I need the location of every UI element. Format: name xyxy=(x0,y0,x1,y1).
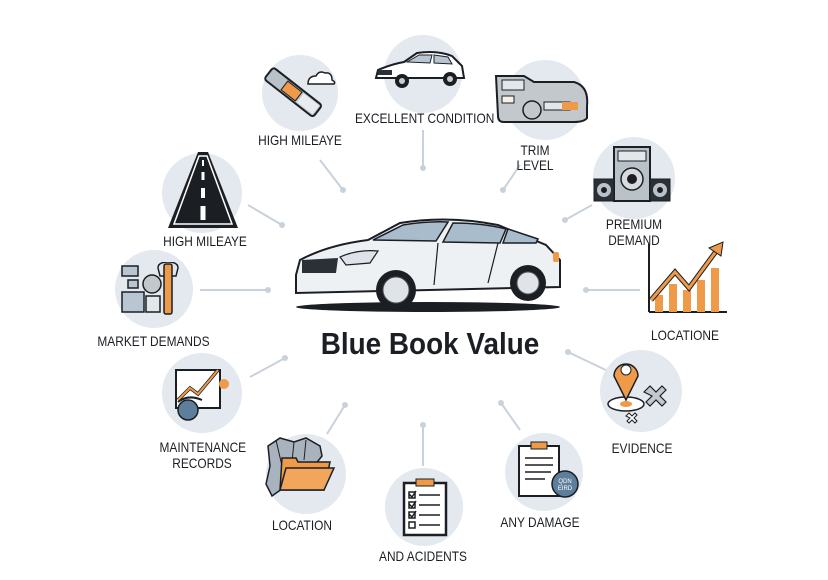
document-stamp-icon: QDN EIRD xyxy=(518,441,579,498)
premium-demand-label-2: DEMAND xyxy=(608,232,660,248)
maintenance-records-label-2: RECORDS xyxy=(172,455,232,471)
trim-level-label-1: TRIM xyxy=(520,142,550,158)
car-icon xyxy=(374,51,466,88)
road-icon xyxy=(168,152,238,228)
parts-blocks-icon xyxy=(121,262,179,315)
location-label: LOCATION xyxy=(272,517,332,533)
maintenance-records-label-1: MAINTENANCE xyxy=(159,439,247,455)
dashboard-trim-icon xyxy=(494,75,589,123)
svg-text:QDN: QDN xyxy=(558,479,571,485)
chart-gear-icon xyxy=(175,368,229,421)
and-acidents-label: AND ACIDENTS xyxy=(379,548,467,564)
page-title: Blue Book Value xyxy=(320,326,540,361)
locatione-label: LOCATIONE xyxy=(651,327,719,343)
premium-demand-label-1: PREMIUM xyxy=(605,216,663,232)
evidence-label: EVIDENCE xyxy=(611,440,673,456)
location-pin-icon xyxy=(607,363,667,424)
svg-text:EIRD: EIRD xyxy=(558,486,573,492)
center-car xyxy=(288,215,568,315)
excellent-condition-label: EXCELLENT CONDITION xyxy=(355,110,495,126)
speaker-system-icon xyxy=(593,146,671,202)
high-mileage-left-label: HIGH MILEAYE xyxy=(163,233,247,249)
odometer-bar-icon xyxy=(264,67,336,118)
evidence-circle xyxy=(600,350,682,432)
growth-chart-icon xyxy=(648,241,727,313)
trim-level-label-2: LEVEL xyxy=(516,157,554,173)
map-folder-icon xyxy=(265,437,336,498)
market-demands-label: MARKET DEMANDS xyxy=(97,333,210,349)
any-damage-label: ANY DAMAGE xyxy=(500,514,580,530)
car-illustration-icon xyxy=(295,218,561,312)
checklist-clipboard-icon xyxy=(402,478,448,537)
high-mileage-top-label: HIGH MILEAYE xyxy=(258,132,342,148)
